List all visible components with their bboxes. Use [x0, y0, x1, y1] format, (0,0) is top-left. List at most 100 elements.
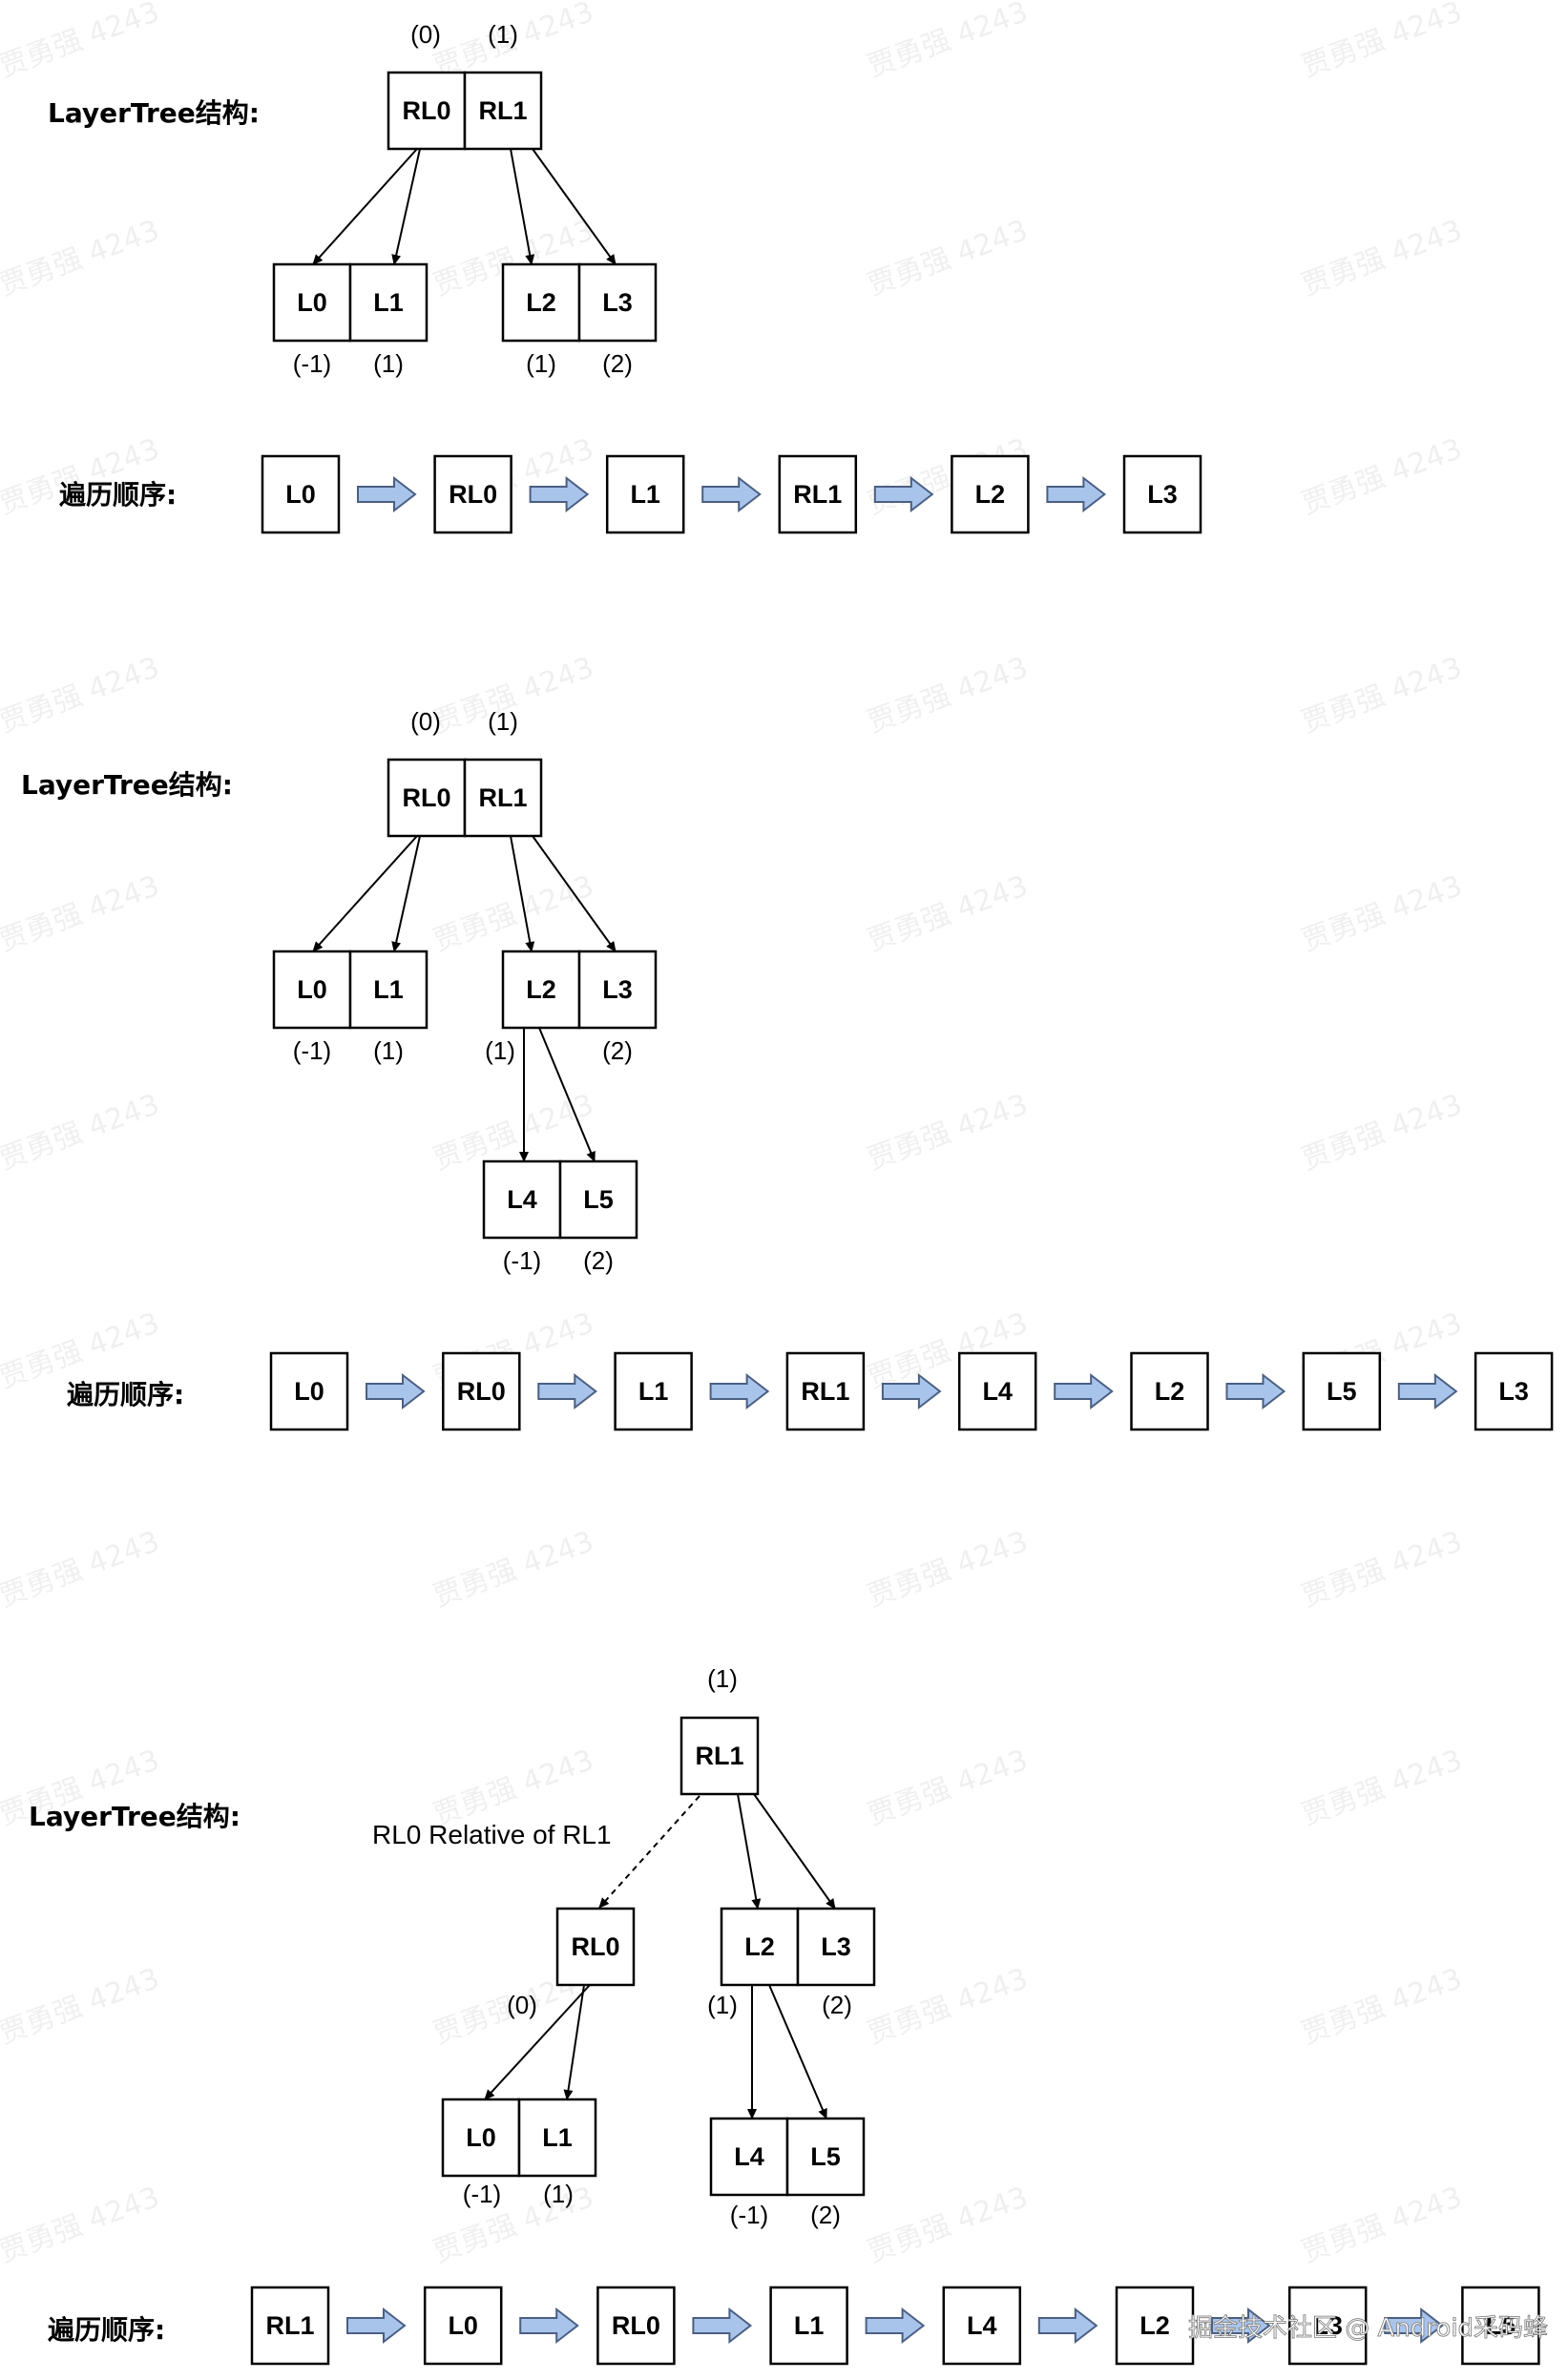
order-box: [1302, 1351, 1382, 1431]
watermark-text: 贾勇强 4243: [0, 1088, 164, 1177]
flow-arrow-icon: [709, 1372, 770, 1410]
flow-arrow-icon: [1037, 2307, 1098, 2345]
tree-edge: [510, 835, 535, 952]
z-index-label: (1): [526, 349, 556, 378]
z-index-label: (1): [373, 1036, 404, 1065]
layer-node-rl0: RL0 (0): [387, 707, 467, 838]
order-step-5: L4: [957, 1351, 1037, 1431]
order-label: L4: [982, 1377, 1013, 1406]
order-box: [1474, 1351, 1554, 1431]
order-step-3: L1: [614, 1351, 693, 1431]
node-box: [558, 1159, 638, 1240]
order-step-1: RL1: [250, 2286, 330, 2366]
flow-arrow-icon: [1225, 1372, 1286, 1410]
node-label: RL0: [402, 783, 450, 812]
z-index-label: (0): [410, 20, 441, 49]
watermark-text: 贾勇强 4243: [1297, 1525, 1466, 1614]
order-step-6: L2: [1115, 2286, 1195, 2366]
node-label: RL1: [478, 96, 527, 125]
order-step-7: L3: [1287, 2286, 1368, 2366]
order-label: L2: [1139, 2311, 1170, 2340]
order-box: [1115, 2286, 1195, 2366]
node-box: [577, 262, 658, 343]
tree-edge: [510, 148, 535, 265]
order-step-2: RL0: [433, 454, 512, 534]
flow-arrow-icon: [1397, 1372, 1458, 1410]
layer-node-l3: L3(2): [796, 1907, 876, 2019]
node-label: RL1: [478, 783, 527, 812]
order-label: L2: [1155, 1377, 1185, 1406]
flow-arrow-icon: [881, 1372, 942, 1410]
layer-node-l4: L4(-1): [482, 1159, 562, 1275]
watermark-text: 贾勇强 4243: [1297, 1088, 1466, 1177]
order-box: [942, 2286, 1022, 2366]
flow-arrow-icon: [366, 1372, 426, 1410]
layertree-label: LayerTree结构:: [48, 97, 260, 129]
order-label: RL1: [793, 480, 842, 509]
z-index-label: (-1): [293, 1036, 331, 1065]
order-label: RL1: [265, 2311, 314, 2340]
flow-arrow-icon: [529, 475, 590, 513]
tree-edge: [312, 835, 418, 952]
order-label: L3: [1312, 2311, 1343, 2340]
tree-edge: [532, 148, 617, 265]
watermark-text: 贾勇强 4243: [429, 869, 597, 958]
layer-node-rl0: RL0(0): [507, 1907, 636, 2019]
node-label: L0: [297, 975, 327, 1004]
watermark-text: 贾勇强 4243: [0, 0, 164, 84]
watermark-text: 贾勇强 4243: [1297, 0, 1466, 84]
watermark-text: 贾勇强 4243: [863, 0, 1032, 84]
flow-arrow-icon: [357, 475, 417, 513]
node-label: L1: [373, 975, 404, 1004]
order-step-8: L3: [1474, 1351, 1554, 1431]
layer-node-l0: L0(-1): [272, 262, 352, 378]
flow-arrow-icon: [519, 2307, 579, 2345]
layertree-label: LayerTree结构:: [21, 769, 233, 801]
order-step-4: L1: [769, 2286, 848, 2366]
z-index-label: (2): [583, 1246, 614, 1275]
order-box: [614, 1351, 693, 1431]
watermark-text: 贾勇强 4243: [863, 1743, 1032, 1832]
z-index-label: (-1): [730, 2201, 768, 2229]
node-box: [785, 2117, 866, 2197]
layer-node-l1: L1(1): [517, 2098, 597, 2208]
watermark-text: 贾勇强 4243: [863, 2181, 1032, 2269]
layer-node-l1: L1 (1): [348, 950, 429, 1065]
watermark-text: 贾勇强 4243: [1297, 1962, 1466, 2051]
watermark-text: 贾勇强 4243: [429, 1525, 597, 1614]
flow-arrow-icon: [1211, 2307, 1271, 2345]
node-box: [679, 1716, 760, 1796]
watermark-text: 贾勇强 4243: [863, 869, 1032, 958]
flow-arrow-icon: [692, 2307, 753, 2345]
layertree-label: LayerTree结构:: [29, 1801, 240, 1832]
layer-node-l5: L5(2): [558, 1159, 638, 1275]
flow-arrow-icon: [701, 475, 762, 513]
watermark-text: 贾勇强 4243: [1297, 214, 1466, 303]
layer-node-rl1: RL1(1): [463, 20, 543, 151]
z-index-label: (2): [602, 1036, 633, 1065]
watermark-text: 贾勇强 4243: [0, 1525, 164, 1614]
z-index-label: (1): [707, 1991, 738, 2019]
watermark-text: 贾勇强 4243: [863, 651, 1032, 740]
z-index-label: (1): [485, 1036, 515, 1065]
order-box: [250, 2286, 330, 2366]
watermark-text: 贾勇强 4243: [863, 1525, 1032, 1614]
z-index-label: (1): [707, 1664, 738, 1693]
order-step-1: L0: [269, 1351, 349, 1431]
order-step-6: L2: [1130, 1351, 1209, 1431]
node-box: [796, 1907, 876, 1987]
order-box: [261, 454, 341, 534]
z-index-label: (0): [410, 707, 441, 736]
node-label: L5: [810, 2142, 841, 2171]
node-box: [501, 950, 581, 1030]
node-box: [348, 262, 429, 343]
order-label: L3: [1498, 1377, 1529, 1406]
node-label: RL0: [571, 1932, 619, 1961]
order-box: [769, 2286, 848, 2366]
tree-edges: [312, 148, 836, 2119]
watermark-text: 贾勇强 4243: [863, 1088, 1032, 1177]
order-step-8: L5: [1461, 2286, 1540, 2366]
watermark-text: 贾勇强 4243: [1297, 432, 1466, 521]
layer-node-l4: L4(-1): [709, 2117, 789, 2229]
